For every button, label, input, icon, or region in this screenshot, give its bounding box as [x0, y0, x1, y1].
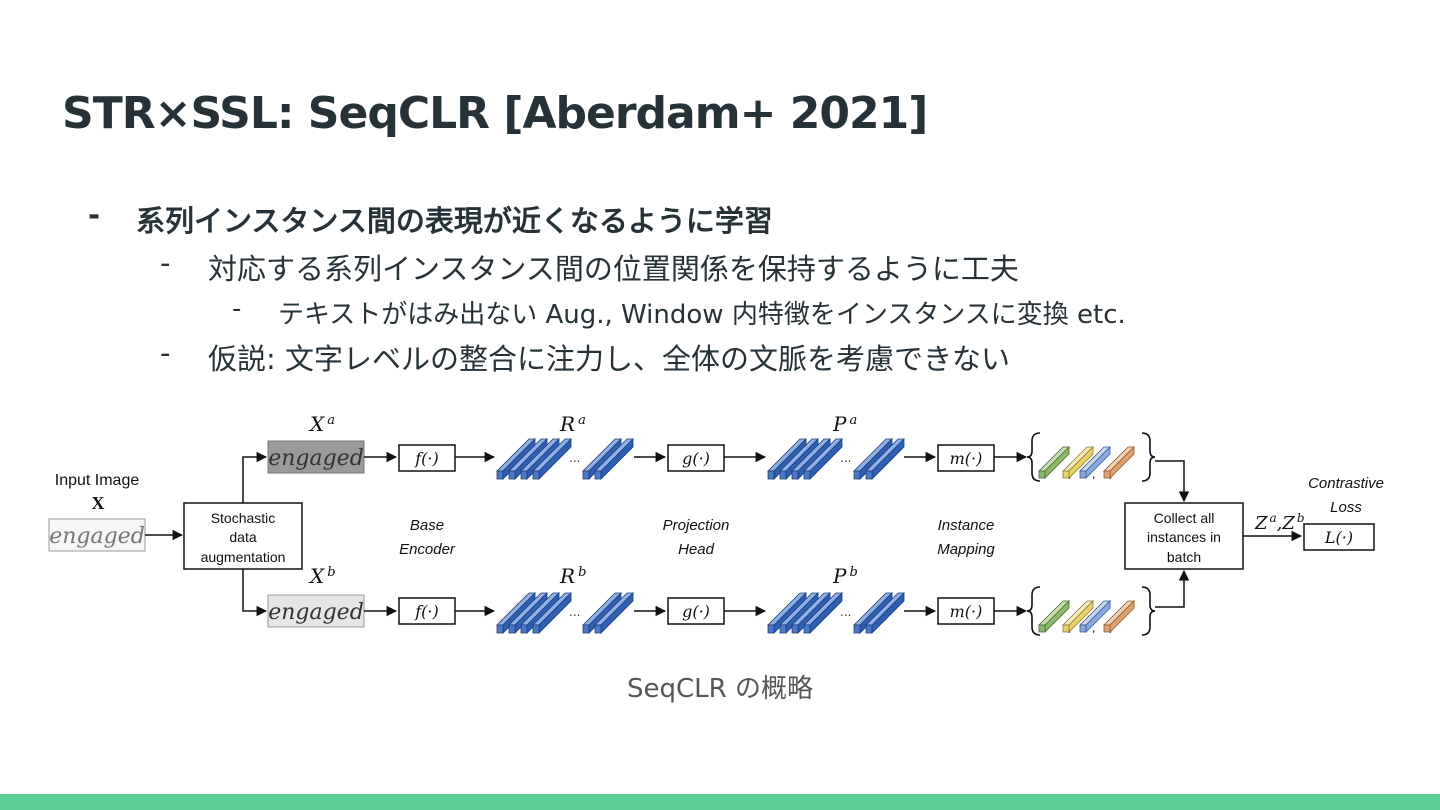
split-arrow-bottom: [242, 569, 268, 617]
collect-line-2: instances in: [1147, 529, 1221, 545]
rb-feature-blocks: [496, 592, 634, 634]
diagram-caption: SeqCLR の概略: [627, 674, 813, 704]
ra-ellipsis: ...: [569, 451, 580, 465]
svg-text:,: ,: [1092, 622, 1096, 635]
pa-ellipsis: ...: [840, 451, 851, 465]
augmentation-line-2: data: [229, 529, 256, 545]
projection-head-fn-bottom: g(·): [682, 602, 710, 621]
slide-title: STR×SSL: SeqCLR [Aberdam+ 2021]: [62, 88, 928, 139]
bullet-text: 対応する系列インスタンス間の位置関係を保持するように工夫: [208, 252, 1019, 286]
bullet-text: 仮説: 文字レベルの整合に注力し、全体の文脈を考慮できない: [208, 342, 1010, 376]
augmentation-line-3: augmentation: [201, 549, 286, 565]
base-encoder-box-bottom: [398, 597, 456, 625]
bullet-mark: -: [88, 198, 101, 232]
footer-accent-bar: [0, 794, 1440, 810]
bullet-level2: - 仮説: 文字レベルの整合に注力し、全体の文脈を考慮できない: [160, 336, 1010, 378]
projection-head-box-top: [667, 444, 725, 472]
loss-fn: L(·): [1324, 528, 1353, 547]
instance-mapping-fn-bottom: m(·): [950, 602, 983, 621]
bullet-mark: -: [232, 294, 242, 324]
contrastive-loss-label-1: Contrastive: [1308, 475, 1384, 492]
augmented-word-b: engaged: [268, 600, 364, 625]
augmentation-box: [183, 502, 303, 570]
pb-ellipsis: ...: [840, 605, 851, 619]
svg-text:,: ,: [1092, 468, 1096, 481]
collect-line-3: batch: [1167, 549, 1201, 565]
base-encoder-fn-bottom: f(·): [414, 602, 439, 621]
bullet-level2: - 対応する系列インスタンス間の位置関係を保持するように工夫: [160, 246, 1019, 288]
base-encoder-label-1: Base: [410, 517, 444, 534]
instance-set-top: , , ,: [1026, 432, 1156, 482]
bullet-text: 系列インスタンス間の表現が近くなるように学習: [136, 204, 773, 238]
instance-set-bottom: , , ,: [1026, 586, 1156, 636]
input-image-symbol: X: [92, 493, 105, 513]
input-image-word: engaged: [49, 524, 145, 549]
base-encoder-fn-top: f(·): [414, 449, 439, 468]
augmented-word-a: engaged: [268, 446, 364, 471]
base-encoder-box-top: [398, 444, 456, 472]
projection-head-fn-top: g(·): [682, 449, 710, 468]
rb-ellipsis: ...: [569, 605, 580, 619]
bullet-mark: -: [160, 246, 171, 280]
instance-mapping-box-top: [937, 444, 995, 472]
projection-head-label-2: Head: [678, 541, 715, 558]
split-arrow-top: [242, 451, 268, 503]
base-encoder-label-2: Encoder: [399, 541, 456, 558]
augmentation-line-1: Stochastic: [211, 510, 276, 526]
input-image: [48, 518, 146, 552]
contrastive-loss-label-2: Loss: [1330, 499, 1362, 516]
pa-feature-blocks: [767, 438, 905, 480]
instance-mapping-fn-top: m(·): [950, 449, 983, 468]
ra-feature-blocks: [496, 438, 634, 480]
loss-box: [1303, 523, 1375, 551]
arrow-to-collect-bottom: [1155, 569, 1190, 608]
instance-mapping-label-1: Instance: [938, 517, 995, 534]
input-image-label: Input Image: [55, 472, 140, 489]
bullet-mark: -: [160, 336, 171, 370]
augmented-image-a: [267, 440, 365, 474]
projection-head-label-1: Projection: [663, 517, 730, 534]
collect-box: [1124, 502, 1244, 570]
bullet-level1: - 系列インスタンス間の表現が近くなるように学習: [88, 198, 773, 240]
bullet-level3: - テキストがはみ出ない Aug., Window 内特徴をインスタンスに変換 …: [232, 294, 1126, 331]
collect-line-1: Collect all: [1154, 510, 1215, 526]
bullet-text: テキストがはみ出ない Aug., Window 内特徴をインスタンスに変換 et…: [278, 300, 1126, 330]
arrow-to-collect-top: [1155, 460, 1190, 503]
instance-mapping-label-2: Mapping: [937, 541, 995, 558]
pb-feature-blocks: [767, 592, 905, 634]
seqclr-diagram: Input Image X engaged Stochastic data au…: [38, 405, 1400, 655]
